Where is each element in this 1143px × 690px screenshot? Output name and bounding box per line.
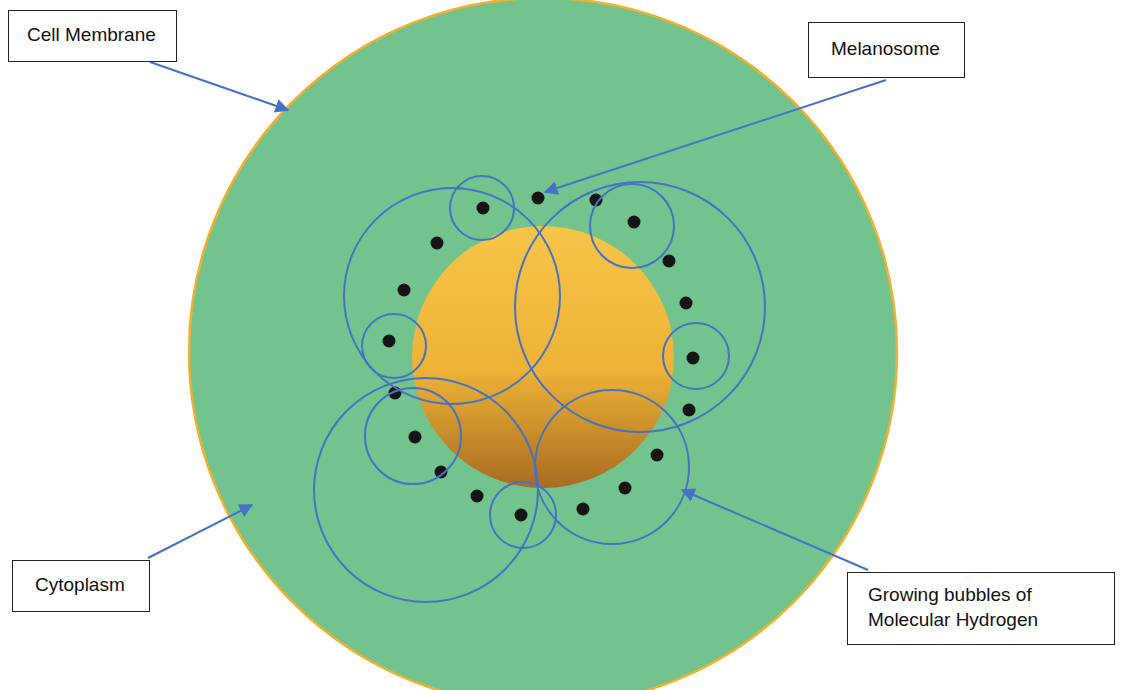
melanosome: [471, 490, 484, 503]
callout-label: Growing bubbles of Molecular Hydrogen: [868, 583, 1092, 632]
hydrogen-bubble: [535, 390, 689, 544]
melanosome: [619, 482, 632, 495]
melanosome: [532, 192, 545, 205]
hydrogen-bubble: [362, 314, 426, 378]
callout-label: Melanosome: [831, 37, 942, 62]
melanosome: [651, 449, 664, 462]
melanosome: [628, 216, 641, 229]
leader-line: [148, 505, 252, 558]
leader-line: [545, 80, 886, 192]
melanosome: [683, 404, 696, 417]
melanosome: [398, 284, 411, 297]
melanosome: [477, 202, 490, 215]
hydrogen-bubble: [450, 176, 514, 240]
melanosome: [663, 255, 676, 268]
melanosome: [409, 431, 422, 444]
melanosome: [515, 509, 528, 522]
callout-box: Cell Membrane: [8, 10, 177, 62]
hydrogen-bubble: [314, 378, 538, 602]
leader-line: [150, 62, 288, 110]
callout-label: Cytoplasm: [35, 573, 127, 598]
leader-lines: [148, 62, 886, 570]
callout-label: Cell Membrane: [27, 23, 158, 48]
hydrogen-bubble: [365, 388, 461, 484]
hydrogen-bubble: [590, 184, 674, 268]
callout-box: Growing bubbles of Molecular Hydrogen: [847, 572, 1115, 645]
callout-box: Melanosome: [808, 22, 965, 78]
melanosome: [383, 335, 396, 348]
cell-membrane-outline: [189, 0, 897, 690]
melanosome: [680, 297, 693, 310]
melanosome: [431, 237, 444, 250]
melanosome: [577, 503, 590, 516]
melanosome: [687, 352, 700, 365]
leader-line: [682, 490, 868, 570]
nucleus: [412, 226, 674, 488]
hydrogen-bubble: [490, 482, 556, 548]
hydrogen-bubble: [663, 323, 729, 389]
callout-box: Cytoplasm: [12, 560, 150, 612]
hydrogen-bubbles: [314, 176, 765, 602]
